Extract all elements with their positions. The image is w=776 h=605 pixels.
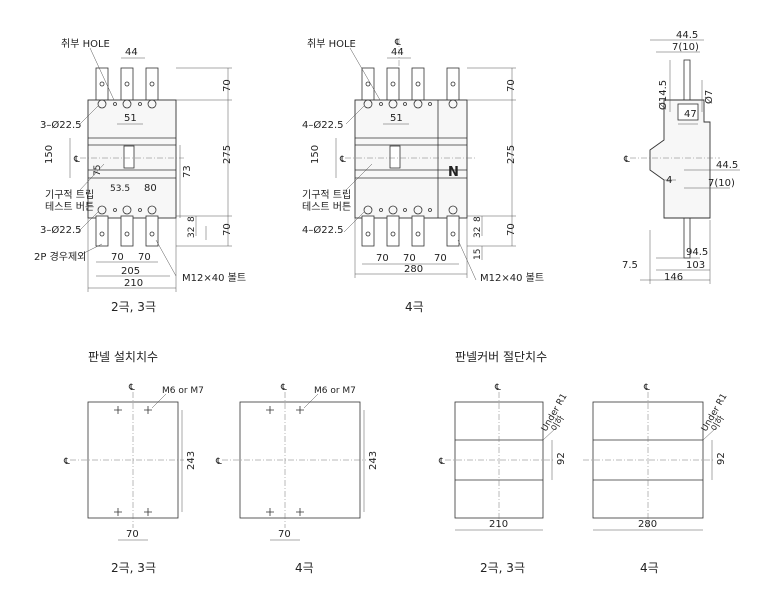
- pc-right-caption: 4극: [640, 561, 659, 575]
- side-dim-445a: 44.5: [676, 30, 698, 41]
- front23-holes-top: 3–Ø22.5: [40, 119, 82, 131]
- front23-cl: ℄: [73, 155, 80, 165]
- front23-hole-label: 취부 HOLE: [61, 38, 110, 50]
- front4-cl: ℄: [339, 155, 346, 165]
- side-view: 44.5 7(10) Ø14.5 Ø7 47 ℄ 44.5 4 7(10) 94…: [622, 30, 740, 284]
- side-dim-75: 7.5: [622, 260, 638, 271]
- front23-dim-70b-w: 70: [138, 252, 151, 263]
- front23-dim-inner: 51: [124, 113, 137, 124]
- side-dim-4: 4: [666, 175, 672, 186]
- pc-left-w: 210: [489, 519, 508, 530]
- pc-right-w: 280: [638, 519, 657, 530]
- panel-cut: 판넬커버 절단치수 ℄ ℄ Under R1 이하 92 210 2극, 3극 …: [438, 350, 730, 575]
- front23-dim-70b: 70: [222, 223, 233, 236]
- pi-right-cl-top: ℄: [280, 383, 287, 393]
- front23-dim-205: 205: [121, 266, 140, 277]
- front4-dim-70b: 70: [506, 223, 517, 236]
- pi-left-caption: 2극, 3극: [111, 561, 156, 575]
- pi-right-screw: M6 or M7: [314, 386, 356, 396]
- front-view-3pole: 취부 HOLE 44 51 70 275 70 150 ℄ 75 73 53.5…: [34, 38, 246, 314]
- side-cl: ℄: [623, 155, 630, 165]
- side-dim-945: 94.5: [686, 247, 708, 258]
- front23-dim-top: 44: [125, 47, 138, 58]
- front23-bolt: M12×40 볼트: [182, 272, 246, 284]
- front4-caption: 4극: [405, 300, 424, 314]
- front4-dim-70a: 70: [506, 79, 517, 92]
- side-dim-7: Ø7: [703, 90, 715, 104]
- front4-holes-bot: 4–Ø22.5: [302, 224, 344, 236]
- pi-left-w: 70: [126, 529, 139, 540]
- pi-right-cl-side: ℄: [215, 457, 222, 467]
- front23-dim-53: 53.5: [110, 184, 130, 194]
- pc-left-cl-side: ℄: [438, 457, 445, 467]
- side-dim-146: 146: [664, 272, 683, 283]
- pc-left-h: 92: [556, 452, 567, 465]
- front4-cl-top: ℄: [394, 38, 401, 48]
- front23-trip-2: 테스트 버튼: [45, 201, 94, 213]
- side-dim-710b: 7(10): [708, 178, 735, 189]
- pi-left-cl-side: ℄: [63, 457, 70, 467]
- front4-dim-15: 15: [473, 249, 483, 260]
- front4-bolt: M12×40 볼트: [480, 272, 544, 284]
- front23-caption: 2극, 3극: [111, 300, 156, 314]
- pi-right-caption: 4극: [295, 561, 314, 575]
- pc-left-caption: 2극, 3극: [480, 561, 525, 575]
- pi-left-h: 243: [186, 451, 197, 470]
- front4-trip-2: 테스트 버튼: [302, 201, 351, 213]
- pi-right-h: 243: [368, 451, 379, 470]
- pi-left-screw: M6 or M7: [162, 386, 204, 396]
- pi-left-cl-top: ℄: [128, 383, 135, 393]
- front4-holes-top: 4–Ø22.5: [302, 119, 344, 131]
- pi-right-w: 70: [278, 529, 291, 540]
- front23-pole-note: 2P 경우제외: [34, 250, 86, 263]
- front4-dim-8: 8: [473, 216, 483, 222]
- pc-right-h: 92: [716, 452, 727, 465]
- front23-dim-70a-w: 70: [111, 252, 124, 263]
- side-dim-445b: 44.5: [716, 160, 738, 171]
- front23-dim-32: 32: [187, 227, 197, 238]
- side-dim-47: 47: [684, 109, 697, 120]
- front23-dim-275: 275: [222, 145, 233, 164]
- front23-dim-75: 75: [93, 165, 103, 176]
- front23-dim-73: 73: [182, 165, 193, 178]
- pc-left-cl-top: ℄: [494, 383, 501, 393]
- front4-dim-inner: 51: [390, 113, 403, 124]
- side-dim-710a: 7(10): [672, 42, 699, 53]
- front23-dim-150: 150: [44, 145, 55, 164]
- front23-dim-80: 80: [144, 183, 157, 194]
- front4-dim-top: 44: [391, 47, 404, 58]
- side-dim-103: 103: [686, 260, 705, 271]
- front4-dim-275: 275: [506, 145, 517, 164]
- front4-dim-280: 280: [404, 264, 423, 275]
- front4-hole-label: 취부 HOLE: [307, 38, 356, 50]
- front4-dim-150: 150: [310, 145, 321, 164]
- panel-install: 판넬 설치치수 ℄ ℄ M6 or M7 243 70 2극, 3극 ℄ ℄ M…: [63, 350, 379, 575]
- front23-dim-8: 8: [187, 216, 197, 222]
- side-dim-145: Ø14.5: [657, 80, 669, 110]
- front23-dim-210: 210: [124, 278, 143, 289]
- front-view-4pole: 취부 HOLE ℄ 44 51 70 275 70 150 ℄ 32 8 15 …: [302, 38, 544, 314]
- front4-trip-1: 기구적 트립: [302, 188, 351, 201]
- front4-dim-70b-w: 70: [403, 253, 416, 264]
- front23-holes-bot: 3–Ø22.5: [40, 224, 82, 236]
- panel-install-title: 판넬 설치치수: [88, 350, 158, 364]
- front4-dim-70a-w: 70: [376, 253, 389, 264]
- front23-dim-70a: 70: [222, 79, 233, 92]
- panel-cut-title: 판넬커버 절단치수: [455, 350, 547, 364]
- front4-dim-70c-w: 70: [434, 253, 447, 264]
- front4-neutral: N: [448, 165, 459, 180]
- front23-trip-1: 기구적 트립: [45, 188, 94, 201]
- pc-right-cl-top: ℄: [643, 383, 650, 393]
- front4-dim-32: 32: [473, 227, 483, 238]
